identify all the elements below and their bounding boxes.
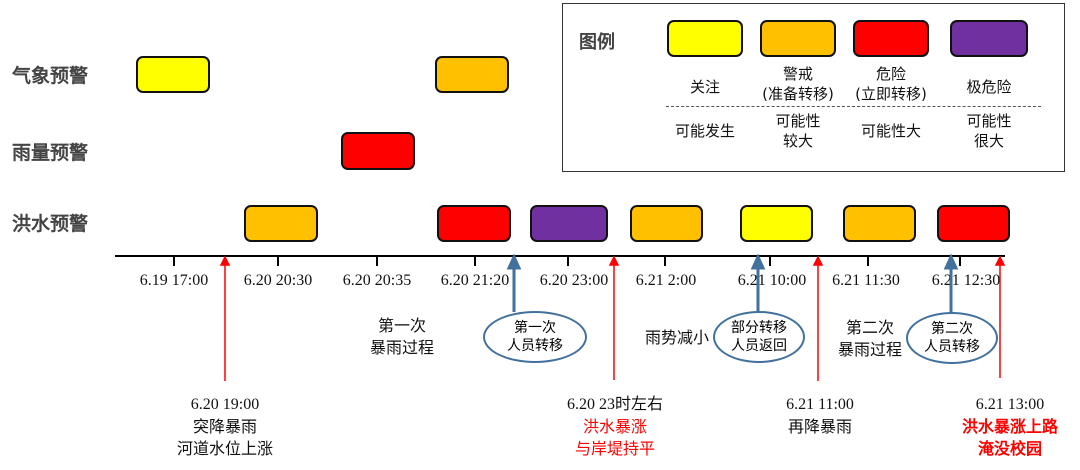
text-line: 第一次 [377,316,426,335]
tick-label: 6.20 20:30 [243,272,313,289]
event-time: 6.20 23时左右 [566,396,663,413]
red-arrow-group [219,255,1006,381]
legend-swatch-red [853,20,929,57]
blue-arrowhead [943,253,959,270]
timeline-axis [115,255,1005,257]
partial-return-ellipse: 部分转移人员返回 [713,311,805,363]
legend-level-label: 极危险 [966,78,1012,96]
rain-warning-red [341,132,415,170]
legend-divider [666,106,1041,107]
tick [376,256,378,266]
event-3: 6.21 11:00 再降暴雨 [755,394,885,438]
legend-title: 图例 [579,32,615,53]
legend-likelihood: 可能性大 [860,122,921,140]
first-evacuation-ellipse: 第一次人员转移 [483,311,587,363]
legend-likelihood: 可能发生 [674,122,735,140]
second-evacuation-ellipse: 第二次人员转移 [906,312,998,364]
red-arrowhead [219,255,231,266]
row-label-flood-warning: 洪水预警 [12,213,89,235]
text-line: 暴雨过程 [369,338,434,357]
red-arrowhead [608,255,620,266]
tick-label: 6.19 17:00 [139,272,209,289]
row-label-weather-warning: 气象预警 [12,65,89,87]
ellipse-text: 人员返回 [731,338,787,354]
text-line: 第二次 [845,318,894,337]
tick-label: 6.20 21:20 [440,272,510,289]
red-arrowhead [812,255,824,266]
text-line: 可能性 [966,112,1012,130]
weather-warning-yellow [136,56,210,93]
legend-swatch-purple [950,20,1028,57]
tick [567,256,569,266]
tick [867,256,869,266]
event-text: 再降暴雨 [787,417,852,436]
tick-label: 6.21 11:30 [832,272,900,289]
event-text: 与岸堤持平 [574,439,655,458]
event-time: 6.21 13:00 [975,396,1045,413]
tick-label: 6.21 12:30 [931,272,1001,289]
event-text: 河道水位上涨 [176,439,273,458]
weather-warning-orange [435,56,509,93]
text-line: (准备转移) [762,85,834,103]
flood-warning-purple [530,205,608,242]
text-line: 可能性 [775,112,821,130]
event-2: 6.20 23时左右 洪水暴涨 与岸堤持平 [545,394,685,460]
legend: 图例 关注 警戒 (准备转移) 危险 (立即转移) 极危险 可能发生 可能性较大 可… [562,3,1065,172]
event-time: 6.20 19:00 [190,396,260,413]
ellipse-text: 人员转移 [507,338,563,354]
tick-label: 6.20 23:00 [539,272,609,289]
blue-arrowhead [750,253,766,270]
text-line: (立即转移) [855,85,927,103]
event-text: 洪水暴涨 [582,417,647,436]
ellipse-text: 第二次 [931,321,973,337]
tick [959,256,961,266]
event-text: 突降暴雨 [192,417,257,436]
legend-swatch-orange [760,20,836,57]
tick [664,256,666,266]
red-arrowhead [994,255,1006,266]
text-line: 较大 [782,132,813,150]
legend-level-label: 警戒 (准备转移) [743,64,853,104]
flood-warning-orange [843,205,916,242]
event-time: 6.21 11:00 [786,396,854,413]
ellipse-text: 部分转移 [731,320,787,336]
flood-warning-red [437,205,511,242]
tick [173,256,175,266]
ellipse-text: 人员转移 [924,339,980,355]
legend-level-label: 危险 (立即转移) [836,64,946,104]
flood-warning-orange [244,205,318,242]
first-rain-label: 第一次暴雨过程 [362,315,442,359]
text-line: 危险 [875,65,906,83]
legend-swatch-yellow [667,20,743,57]
tick [769,256,771,266]
legend-likelihood: 可能性很大 [939,111,1039,151]
event-4: 6.21 13:00 洪水暴涨上路 淹没校园 [940,394,1080,460]
tick-label: 6.21 10:00 [737,272,807,289]
second-rain-label: 第二次暴雨过程 [830,317,910,361]
blue-arrowhead [506,253,522,270]
tick-label: 6.20 20:35 [342,272,412,289]
ellipse-text: 第一次 [514,320,556,336]
flood-warning-yellow [740,205,813,242]
flood-warning-orange [630,205,703,242]
text-line: 很大 [973,132,1004,150]
tick-label: 6.21 2:00 [635,272,697,289]
row-label-rain-warning: 雨量预警 [12,142,89,164]
text-line: 暴雨过程 [837,340,902,359]
tick [277,256,279,266]
text-line: 警戒 [782,65,813,83]
legend-level-label: 关注 [689,78,720,96]
legend-likelihood: 可能性较大 [748,111,848,151]
rain-weaken-label: 雨势减小 [644,328,709,347]
event-1: 6.20 19:00 突降暴雨 河道水位上涨 [155,394,295,460]
flood-warning-red [937,205,1010,242]
tick [474,256,476,266]
event-text: 淹没校园 [977,439,1042,458]
event-text: 洪水暴涨上路 [961,417,1058,436]
